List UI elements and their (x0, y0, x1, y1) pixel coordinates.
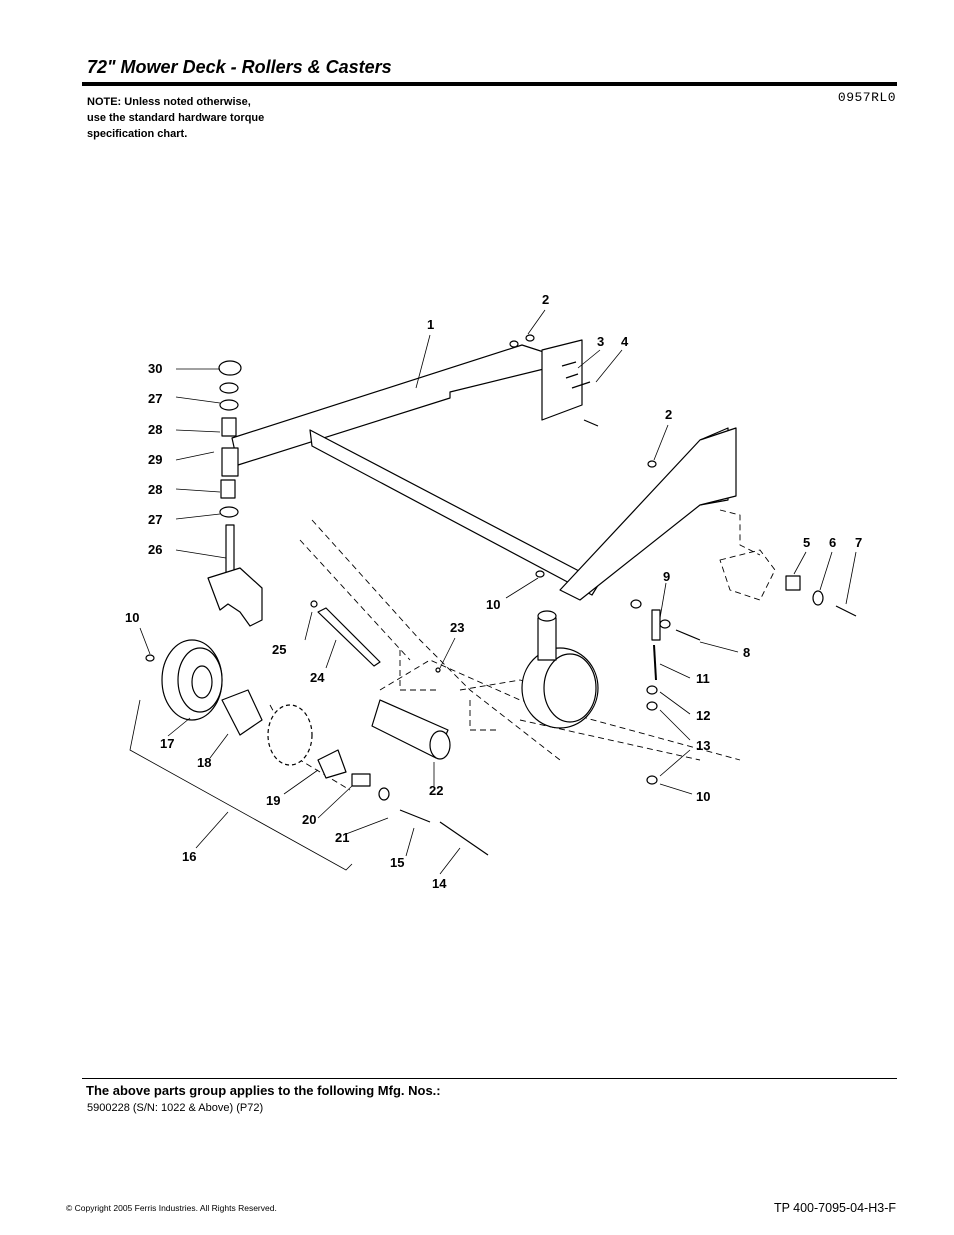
callout-15: 15 (390, 855, 405, 870)
callout-12: 12 (696, 708, 711, 723)
callout-29: 29 (148, 452, 163, 467)
callout-30: 30 (148, 361, 163, 376)
callout-27: 27 (148, 391, 163, 406)
callout-18: 18 (197, 755, 212, 770)
mfg-number: 5900228 (S/N: 1022 & Above) (P72) (87, 1102, 264, 1114)
callout-4: 4 (621, 334, 629, 349)
callout-17: 17 (160, 736, 175, 751)
callout-1: 1 (427, 317, 435, 332)
applies-heading: The above parts group applies to the fol… (86, 1083, 441, 1098)
callout-5: 5 (803, 535, 811, 550)
callout-24: 24 (310, 670, 325, 685)
callout-25: 25 (272, 642, 287, 657)
drawing-code: 0957RL0 (837, 90, 896, 105)
page-title: 72" Mower Deck - Rollers & Casters (87, 57, 392, 77)
callout-2: 2 (665, 407, 673, 422)
footer-rule (82, 1078, 897, 1079)
callout-27: 27 (148, 512, 163, 527)
callout-21: 21 (335, 830, 350, 845)
callout-11: 11 (696, 671, 710, 686)
callout-9: 9 (663, 569, 671, 584)
callout-14: 14 (432, 876, 447, 891)
callout-19: 19 (266, 793, 281, 808)
callout-28: 28 (148, 422, 163, 437)
callout-28: 28 (148, 482, 163, 497)
callout-26: 26 (148, 542, 163, 557)
callout-23: 23 (450, 620, 465, 635)
torque-note: NOTE: Unless noted otherwise, use the st… (87, 96, 265, 140)
copyright: © Copyright 2005 Ferris Industries. All … (66, 1203, 277, 1213)
document-number: TP 400-7095-04-H3-F (773, 1201, 896, 1215)
callout-2: 2 (542, 292, 550, 307)
callout-10: 10 (696, 789, 711, 804)
callout-10: 10 (125, 610, 140, 625)
callout-20: 20 (302, 812, 317, 827)
callout-7: 7 (855, 535, 863, 550)
callout-8: 8 (743, 645, 751, 660)
title-rule (82, 82, 897, 86)
callout-22: 22 (429, 783, 444, 798)
callout-13: 13 (696, 738, 711, 753)
callout-10: 10 (486, 597, 501, 612)
callout-6: 6 (829, 535, 837, 550)
leader-lines (129, 309, 857, 875)
callout-16: 16 (182, 849, 197, 864)
callout-3: 3 (597, 334, 605, 349)
